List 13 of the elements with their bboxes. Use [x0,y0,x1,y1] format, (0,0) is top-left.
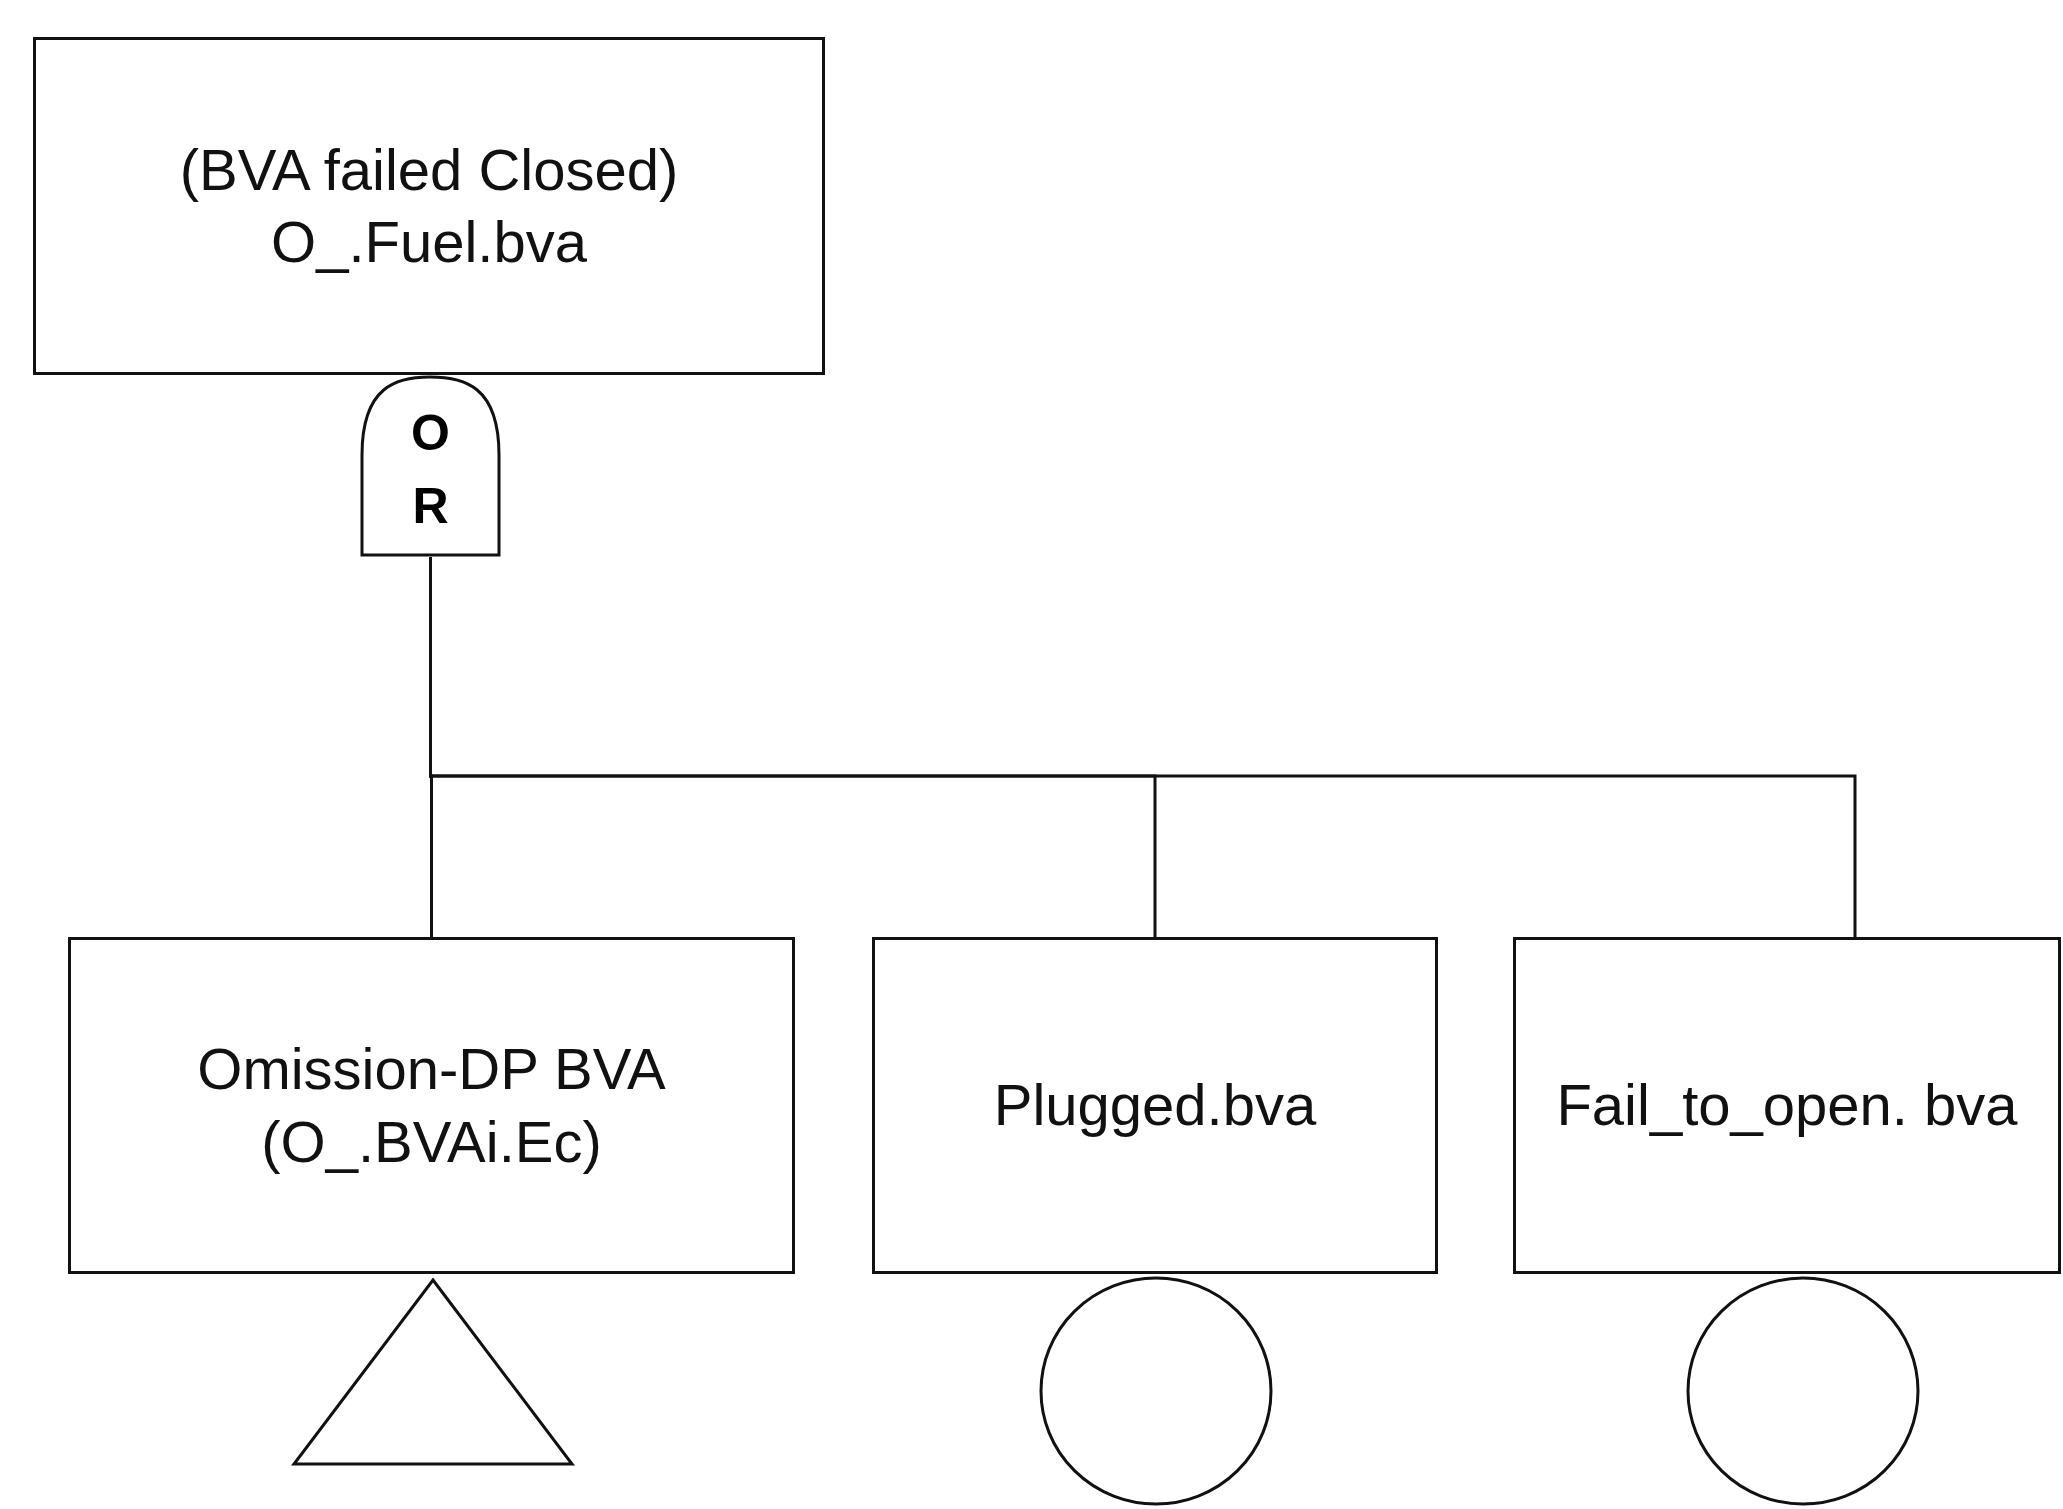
basic-event-circle [1684,1274,1922,1508]
basic-event-circle [1037,1274,1275,1508]
gate-label: OR [410,404,451,536]
event-box [872,937,1438,1274]
event-label: (BVA failed Closed) O_.Fuel.bva [178,135,680,276]
event-label: Omission-DP BVA (O_.BVAi.Ec) [196,1035,667,1176]
or-gate [358,375,503,557]
event-box [1513,937,2061,1274]
transfer-triangle [290,1276,576,1468]
event-label: Fail_to_open. bva [1556,1071,2018,1140]
event-box [33,37,825,375]
event-label: Plugged.bva [993,1071,1317,1140]
event-box [68,937,795,1274]
